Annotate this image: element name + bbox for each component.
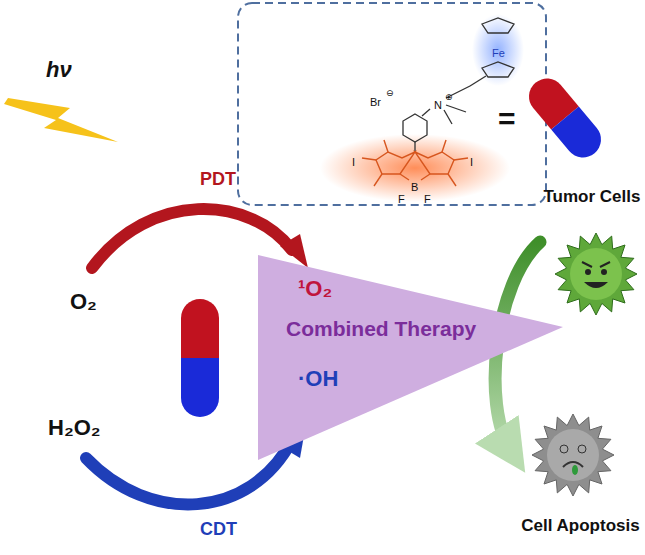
methyl [448, 174, 456, 186]
therapy-name: CDT [200, 520, 237, 540]
tumor-cell: Tumor Cells [540, 180, 644, 320]
therapy-triangle: ¹O₂ Combined Therapy ·OH [258, 255, 563, 460]
triangle-shape [258, 255, 563, 460]
cell-core [547, 429, 599, 481]
text-slot: O₂ [70, 290, 97, 314]
text-slot: ·OH [298, 367, 338, 391]
text-slot: B [411, 177, 418, 195]
structure-frame [238, 3, 546, 205]
tongue [572, 465, 578, 475]
bond [470, 76, 486, 86]
reactant-label: O₂ [70, 290, 97, 314]
text-slot: F [424, 189, 431, 207]
text-slot: F [398, 189, 405, 207]
methyl [384, 140, 388, 152]
methyl [374, 174, 382, 186]
atom-label: F [424, 193, 431, 205]
bond [454, 158, 468, 160]
brow [582, 262, 592, 267]
cell-body [555, 233, 637, 315]
equals-sign: = [498, 102, 516, 135]
methyl [442, 140, 446, 152]
bond [422, 109, 430, 116]
cell-label: Cell Apoptosis [521, 517, 639, 536]
bodipy-glow [320, 134, 510, 202]
mouth [563, 462, 583, 467]
text-slot: I [470, 152, 473, 170]
text-slot: I [352, 152, 355, 170]
text-slot: PDT [200, 170, 236, 190]
reactant-label: H₂O₂ [48, 416, 101, 440]
atom-label: I [470, 156, 473, 168]
bodipy [362, 140, 468, 186]
ferrocene-glow [472, 14, 524, 86]
therapy-name: PDT [200, 170, 236, 190]
eye [601, 269, 607, 275]
benzene [403, 114, 427, 142]
cell-label: Tumor Cells [544, 188, 641, 207]
light-bolt [4, 98, 118, 142]
light-label: hν [46, 58, 72, 82]
text-slot: Fe [492, 43, 505, 61]
text-slot: ⊕ [445, 86, 453, 104]
brow [600, 262, 610, 267]
cell-body [532, 414, 614, 496]
cell-core [570, 248, 622, 300]
text-slot: ⊖ [386, 82, 394, 100]
eye [578, 445, 586, 453]
text-slot: Br [370, 92, 381, 110]
species-label: ¹O₂ [298, 277, 332, 301]
text-slot: ¹O₂ [298, 277, 332, 301]
eye [585, 269, 591, 275]
bond [446, 105, 466, 112]
atom-label: F [398, 193, 405, 205]
atom-label: B [411, 181, 418, 193]
text-slot: CDT [200, 520, 237, 540]
bond [400, 174, 409, 180]
apoptotic-cell: Cell Apoptosis [517, 405, 644, 545]
atom-label: N [434, 99, 442, 111]
text-slot: Combined Therapy [286, 317, 476, 340]
atom-label: Fe [492, 47, 505, 59]
cp-ring [482, 18, 514, 33]
atom-label: I [352, 156, 355, 168]
text-slot: = [498, 102, 516, 135]
mouth [584, 282, 608, 288]
text-slot: Tumor Cells [540, 188, 644, 207]
species-label: ·OH [298, 367, 338, 391]
charge-label: ⊕ [445, 93, 453, 103]
molecule [403, 18, 514, 152]
cp-ring [482, 62, 514, 77]
text-slot: hν [46, 58, 72, 82]
bond [444, 110, 452, 124]
charge-label: ⊖ [386, 89, 394, 99]
pyrrole [376, 152, 415, 174]
capsule-icon [522, 71, 609, 165]
therapy-label: Combined Therapy [286, 317, 476, 340]
bond [414, 142, 415, 152]
bond [362, 158, 376, 160]
pyrrole [415, 152, 454, 174]
text-slot: Cell Apoptosis [517, 517, 644, 536]
atom-label: Br [370, 96, 381, 108]
capsule-icon [181, 299, 219, 417]
text-slot: N [434, 95, 442, 113]
bond [421, 174, 430, 180]
eye [560, 445, 568, 453]
text-slot: H₂O₂ [48, 416, 101, 440]
